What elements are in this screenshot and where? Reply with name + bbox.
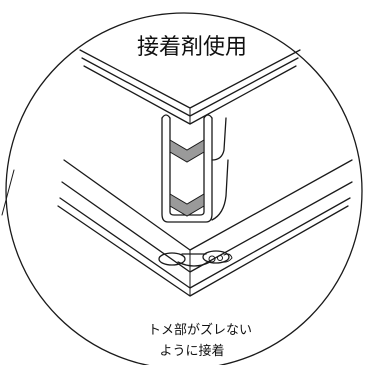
note-line-1: トメ部がズレない [148,322,252,338]
lower-frame-corner [57,159,353,297]
glue-band-lower [169,193,205,217]
detail-circle [5,12,363,365]
upper-frame-corner [79,49,301,125]
glue-bands [169,139,205,217]
miter-clip [158,250,233,267]
title-label: 接着剤使用 [137,35,247,60]
note-line-2: ように接着 [159,343,224,359]
glue-band-upper [169,139,205,163]
pointer-line [1,169,15,216]
